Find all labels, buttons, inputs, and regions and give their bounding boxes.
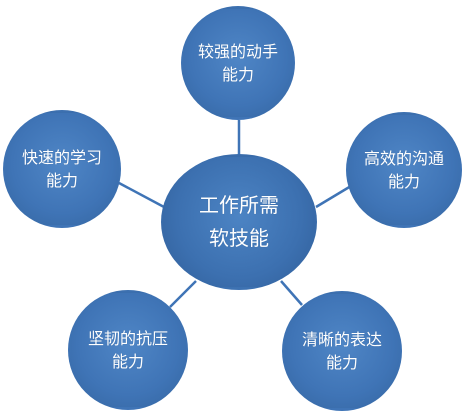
connector-right [315,184,352,209]
skill-label-line2: 能力 [111,352,144,371]
skill-node-learning: 快速的学习 能力 [3,110,121,228]
skill-node-resilience: 坚韧的抗压 能力 [68,290,188,410]
skill-label-line1: 坚韧的抗压 [87,328,168,348]
connector-left [118,181,165,209]
skill-label-line1: 高效的沟通 [363,148,444,168]
skill-label-line1: 快速的学习 [21,147,102,167]
skill-label-line2: 能力 [325,353,358,372]
skill-label-line2: 能力 [387,172,420,191]
skill-node-hands-on: 较强的动手 能力 [181,6,295,120]
skill-node-expression: 清晰的表达 能力 [282,291,402,411]
skill-label-line2: 能力 [221,65,254,84]
skill-label-line2: 能力 [45,171,78,190]
center-node-soft-skills: 工作所需 软技能 [161,154,317,290]
connector-bottom-left [169,280,197,308]
center-label-line2: 软技能 [209,226,269,250]
connector-bottom-right [280,280,303,306]
skill-label-line1: 清晰的表达 [301,329,382,349]
center-label-line1: 工作所需 [199,193,279,217]
skill-label-line1: 较强的动手 [197,41,278,61]
skill-node-communication: 高效的沟通 能力 [346,112,462,228]
